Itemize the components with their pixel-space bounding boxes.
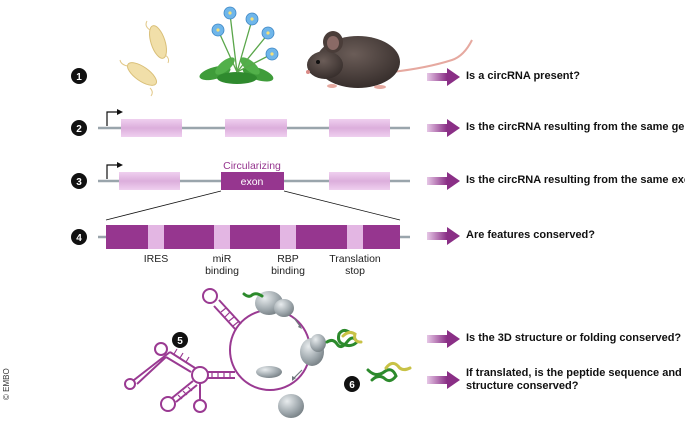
step-badge-3: 3 xyxy=(71,173,87,189)
question-4: Are features conserved? xyxy=(466,229,595,241)
ribosome-subunit xyxy=(256,366,282,378)
arrow-icon xyxy=(427,119,460,137)
arrow-icon xyxy=(427,227,460,245)
exon-block xyxy=(329,172,390,190)
step-badge-1: 1 xyxy=(71,68,87,84)
svg-text:1: 1 xyxy=(76,72,82,83)
mir-label: miR xyxy=(213,253,232,265)
ires-label: IRES xyxy=(144,253,169,265)
stop-label: Translation xyxy=(329,253,381,265)
arrows xyxy=(427,68,460,389)
ribosome-subunit xyxy=(278,394,304,418)
exon-block xyxy=(121,119,182,137)
svg-text:3: 3 xyxy=(76,177,82,188)
svg-text:5: 5 xyxy=(177,336,183,347)
arrow-icon xyxy=(427,68,460,86)
step-badge-5: 5 xyxy=(172,332,188,348)
exon-block xyxy=(119,172,180,190)
svg-text:6: 6 xyxy=(349,380,355,391)
stop-site xyxy=(347,225,363,249)
circularizing-label: Circularizing xyxy=(223,160,281,172)
arrow-icon xyxy=(427,330,460,348)
question-6-line2: structure conserved? xyxy=(466,380,579,392)
arrow-icon xyxy=(427,371,460,389)
rbp-label: RBP xyxy=(277,253,299,265)
svg-text:2: 2 xyxy=(76,124,82,135)
question-1: Is a circRNA present? xyxy=(466,70,580,82)
step-badge-2: 2 xyxy=(71,120,87,136)
rbp-label-2: binding xyxy=(271,265,305,277)
question-3: Is the circRNA resulting from the same e… xyxy=(466,174,685,186)
gene-row-3: Circularizing exon xyxy=(98,160,410,221)
question-5: Is the 3D structure or folding conserved… xyxy=(466,332,682,344)
question-2: Is the circRNA resulting from the same g… xyxy=(466,121,685,133)
plant-icon xyxy=(199,6,279,84)
ires-site xyxy=(148,225,164,249)
arrow-icon xyxy=(427,172,460,190)
rbp-site xyxy=(280,225,296,249)
question-6-line1: If translated, is the peptide sequence a… xyxy=(466,367,682,379)
peptide-chains xyxy=(242,292,412,383)
yeast-icon xyxy=(119,20,170,97)
step-badge-4: 4 xyxy=(71,229,87,245)
mir-label-2: binding xyxy=(205,265,239,277)
circrna-ring xyxy=(229,309,311,391)
mir-site xyxy=(214,225,230,249)
exon-block xyxy=(329,119,390,137)
mouse-icon xyxy=(306,31,473,89)
exon-block xyxy=(225,119,287,137)
ribosomes xyxy=(255,291,326,418)
circularizing-exon xyxy=(221,172,284,190)
features-row: IRES miR binding RBP binding Translation… xyxy=(98,225,410,277)
step-badge-6: 6 xyxy=(344,376,360,392)
gene-row-2 xyxy=(98,109,410,137)
svg-text:4: 4 xyxy=(76,233,82,244)
exon-label: exon xyxy=(241,176,264,188)
copyright-label: © EMBO xyxy=(2,368,11,400)
stop-label-2: stop xyxy=(345,265,365,277)
